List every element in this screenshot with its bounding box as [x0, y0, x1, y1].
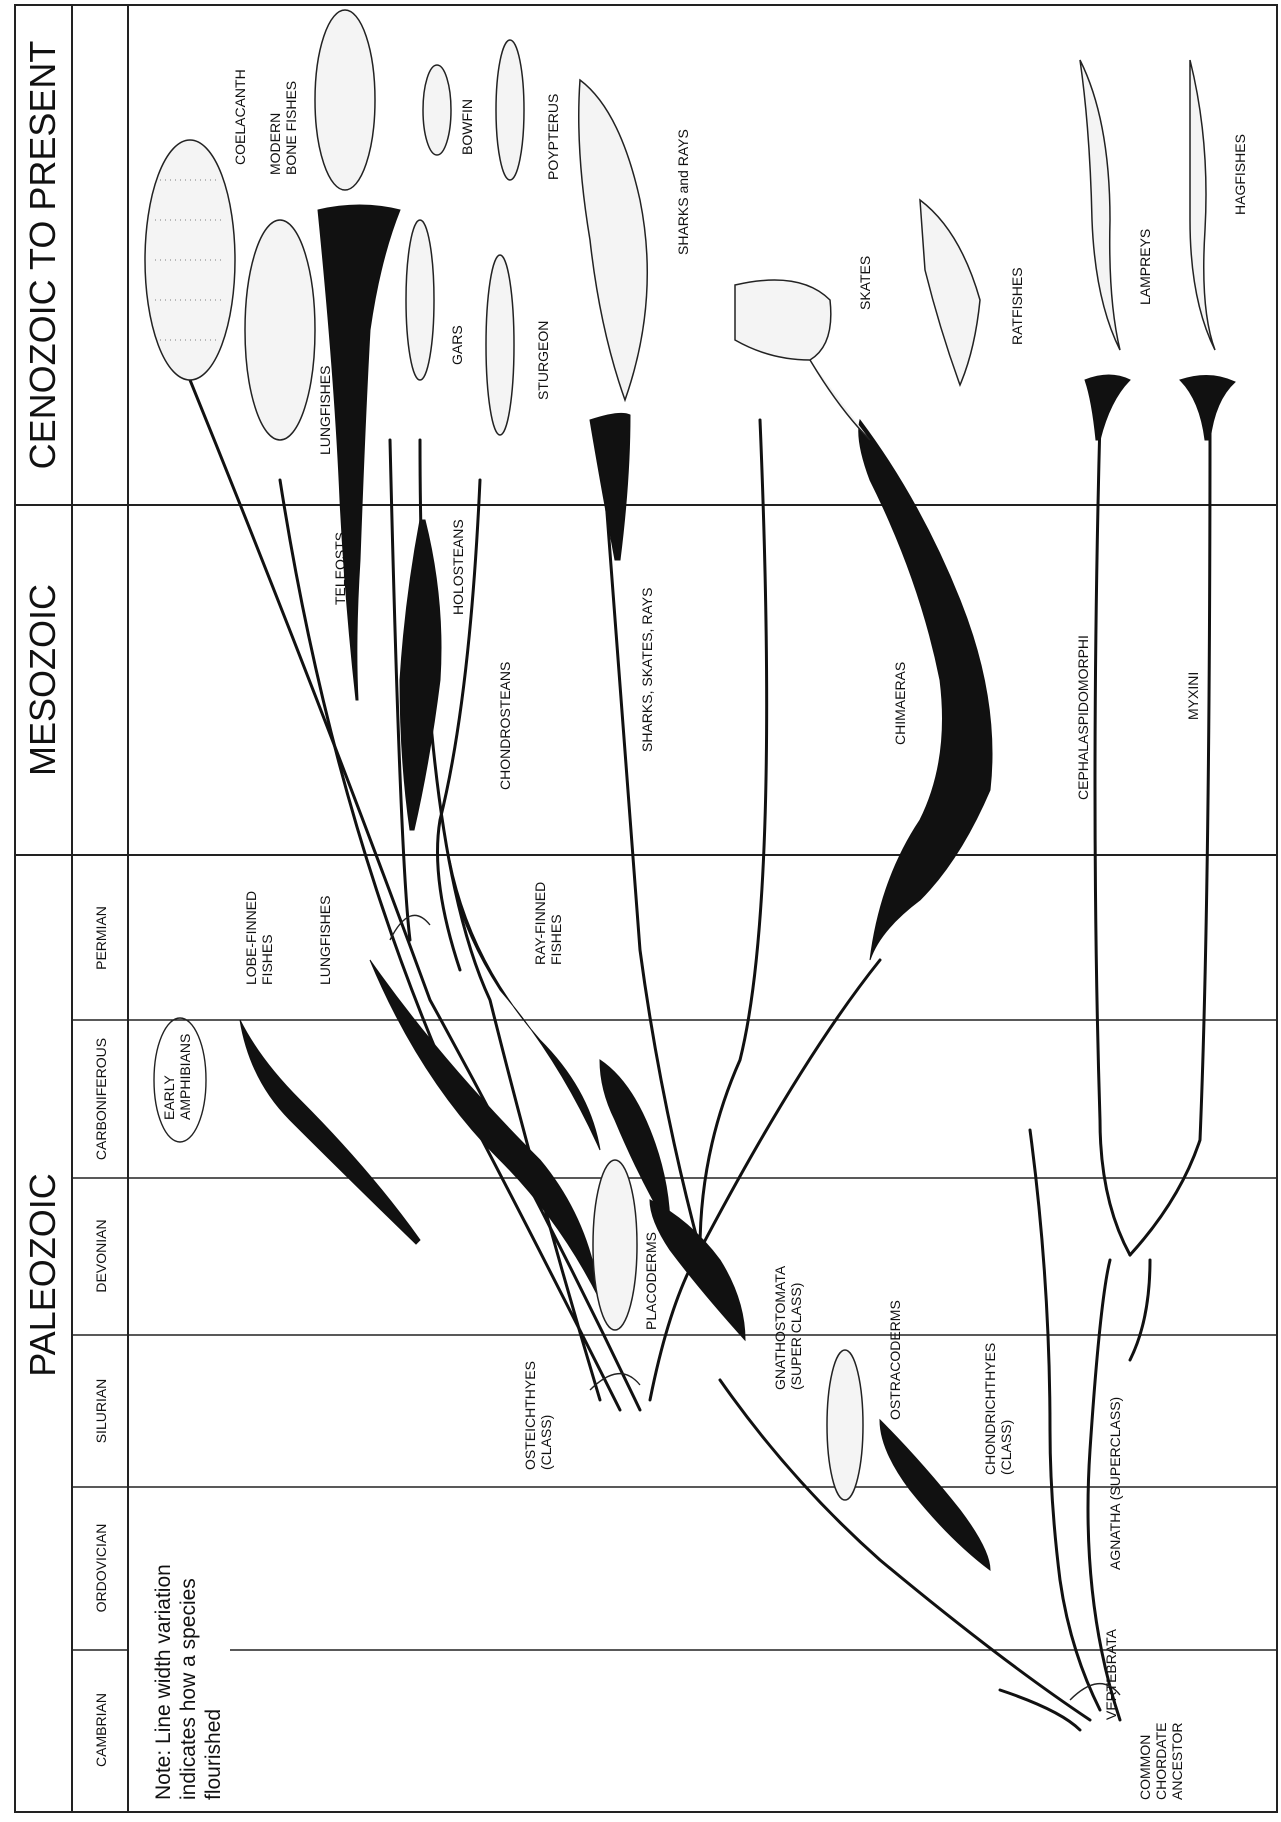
- label-modern-bone-fishes-1: MODERN: [267, 113, 283, 175]
- label-skates: SKATES: [857, 256, 873, 310]
- label-myxini: MYXINI: [1185, 672, 1201, 720]
- shark-icon: [579, 80, 648, 400]
- gar-icon: [406, 220, 434, 380]
- label-early-amphibians-1: EARLY: [161, 1074, 177, 1120]
- period-cambrian: CAMBRIAN: [93, 1693, 109, 1767]
- label-ray-finned-1: RAY-FINNED: [532, 882, 548, 965]
- label-osteichthyes-1: OSTEICHTHYES: [522, 1361, 538, 1470]
- amphibian-blob: [240, 1020, 420, 1244]
- label-modern-bone-fishes-2: BONE FISHES: [283, 81, 299, 175]
- chimaera-line: [700, 960, 880, 1250]
- ostracoderm-icon: [827, 1350, 863, 1500]
- note-line-2: indicates how a species: [177, 1578, 200, 1800]
- era-mesozoic: MESOZOIC: [22, 584, 63, 776]
- lobe-finned-blob: [370, 960, 600, 1300]
- label-ancestor-1: COMMON: [1137, 1735, 1153, 1800]
- label-gars: GARS: [449, 325, 465, 365]
- poypterus-icon: [496, 40, 524, 180]
- label-agnatha: AGNATHA (SUPERCLASS): [1107, 1397, 1123, 1570]
- label-early-amphibians-2: AMPHIBIANS: [177, 1034, 193, 1120]
- cephalaspidomorphi-line: [1095, 420, 1130, 1255]
- period-silurian: SILURIAN: [93, 1379, 109, 1444]
- agnatha-trunk: [1030, 1130, 1100, 1710]
- label-placoderms: PLACODERMS: [643, 1232, 659, 1330]
- skate-tail-icon: [810, 360, 870, 440]
- note-line-3: flourished: [202, 1709, 225, 1800]
- label-gnathostomata-2: (SUPER CLASS): [788, 1283, 804, 1390]
- label-ratfishes: RATFISHES: [1009, 267, 1025, 345]
- lungfish-icon: [245, 220, 315, 440]
- label-chondrichthyes-1: CHONDRICHTHYES: [982, 1343, 998, 1475]
- period-devonian: DEVONIAN: [93, 1219, 109, 1292]
- hagfish-icon: [1190, 60, 1215, 350]
- placoderms-blob: [650, 1200, 745, 1340]
- label-hagfishes: HAGFISHES: [1232, 134, 1248, 215]
- agnatha-join: [1130, 1260, 1150, 1360]
- labels: COMMON CHORDATE ANCESTOR VERTEBRATA AGNA…: [161, 69, 1248, 1800]
- label-sharks-skates-rays: SHARKS, SKATES, RAYS: [639, 588, 655, 752]
- label-ancestor-3: ANCESTOR: [1169, 1722, 1185, 1800]
- period-permian: PERMIAN: [93, 906, 109, 970]
- label-lampreys: LAMPREYS: [1137, 229, 1153, 305]
- holosteans-blob: [400, 520, 441, 830]
- label-lungfishes: LUNGFISHES: [317, 366, 333, 455]
- ostracoderms-blob: [880, 1420, 990, 1570]
- label-poypterus: POYPTERUS: [545, 94, 561, 180]
- label-bowfin: BOWFIN: [459, 99, 475, 155]
- era-cenozoic: CENOZOIC TO PRESENT: [22, 41, 63, 470]
- hagfishes-blob: [1180, 375, 1235, 440]
- chimaeras-blob: [859, 420, 992, 960]
- label-ostracoderms: OSTRACODERMS: [887, 1300, 903, 1420]
- era-paleozoic: PALEOZOIC: [22, 1173, 63, 1376]
- ratfish-icon: [920, 200, 980, 385]
- note: Note: Line width variation indicates how…: [152, 1564, 225, 1800]
- label-chondrichthyes-2: (CLASS): [998, 1420, 1014, 1475]
- label-vertebrata: VERTEBRATA: [1103, 1628, 1119, 1720]
- label-ray-finned-2: FISHES: [548, 914, 564, 965]
- label-osteichthyes-2: (CLASS): [538, 1415, 554, 1470]
- gnathostome-trunk: [720, 1380, 1090, 1720]
- label-holosteans: HOLOSTEANS: [450, 519, 466, 615]
- label-teleosts: TELEOSTS: [332, 532, 348, 605]
- lampreys-blob: [1085, 375, 1130, 440]
- label-gnathostomata-1: GNATHOSTOMATA: [772, 1265, 788, 1390]
- label-chimaeras: CHIMAERAS: [892, 662, 908, 745]
- period-carboniferous: CARBONIFEROUS: [93, 1038, 109, 1160]
- label-ancestor-2: CHORDATE: [1153, 1722, 1169, 1800]
- skate-line: [700, 420, 767, 1250]
- sturgeon-icon: [486, 255, 514, 435]
- label-lobe-finned-2: FISHES: [259, 934, 275, 985]
- label-coelacanth: COELACANTH: [232, 69, 248, 165]
- skate-icon: [735, 280, 831, 360]
- lamprey-icon: [1080, 60, 1120, 350]
- label-lungfishes-branch: LUNGFISHES: [317, 896, 333, 985]
- label-sharks-and-rays: SHARKS and RAYS: [675, 129, 691, 255]
- myxini-line: [1130, 420, 1210, 1255]
- label-cephalaspidomorphi: CEPHALASPIDOMORPHI: [1075, 635, 1091, 800]
- modern-bone-fish-icon: [315, 10, 375, 190]
- bowfin-icon: [423, 65, 451, 155]
- note-line-1: Note: Line width variation: [152, 1564, 175, 1800]
- period-ordovician: ORDOVICIAN: [93, 1524, 109, 1613]
- placoderm-icon: [593, 1160, 637, 1330]
- label-lobe-finned-1: LOBE-FINNED: [243, 891, 259, 985]
- label-sturgeon: STURGEON: [535, 321, 551, 400]
- label-chondrosteans: CHONDROSTEANS: [497, 662, 513, 790]
- cambrian-loop: [1000, 1690, 1080, 1730]
